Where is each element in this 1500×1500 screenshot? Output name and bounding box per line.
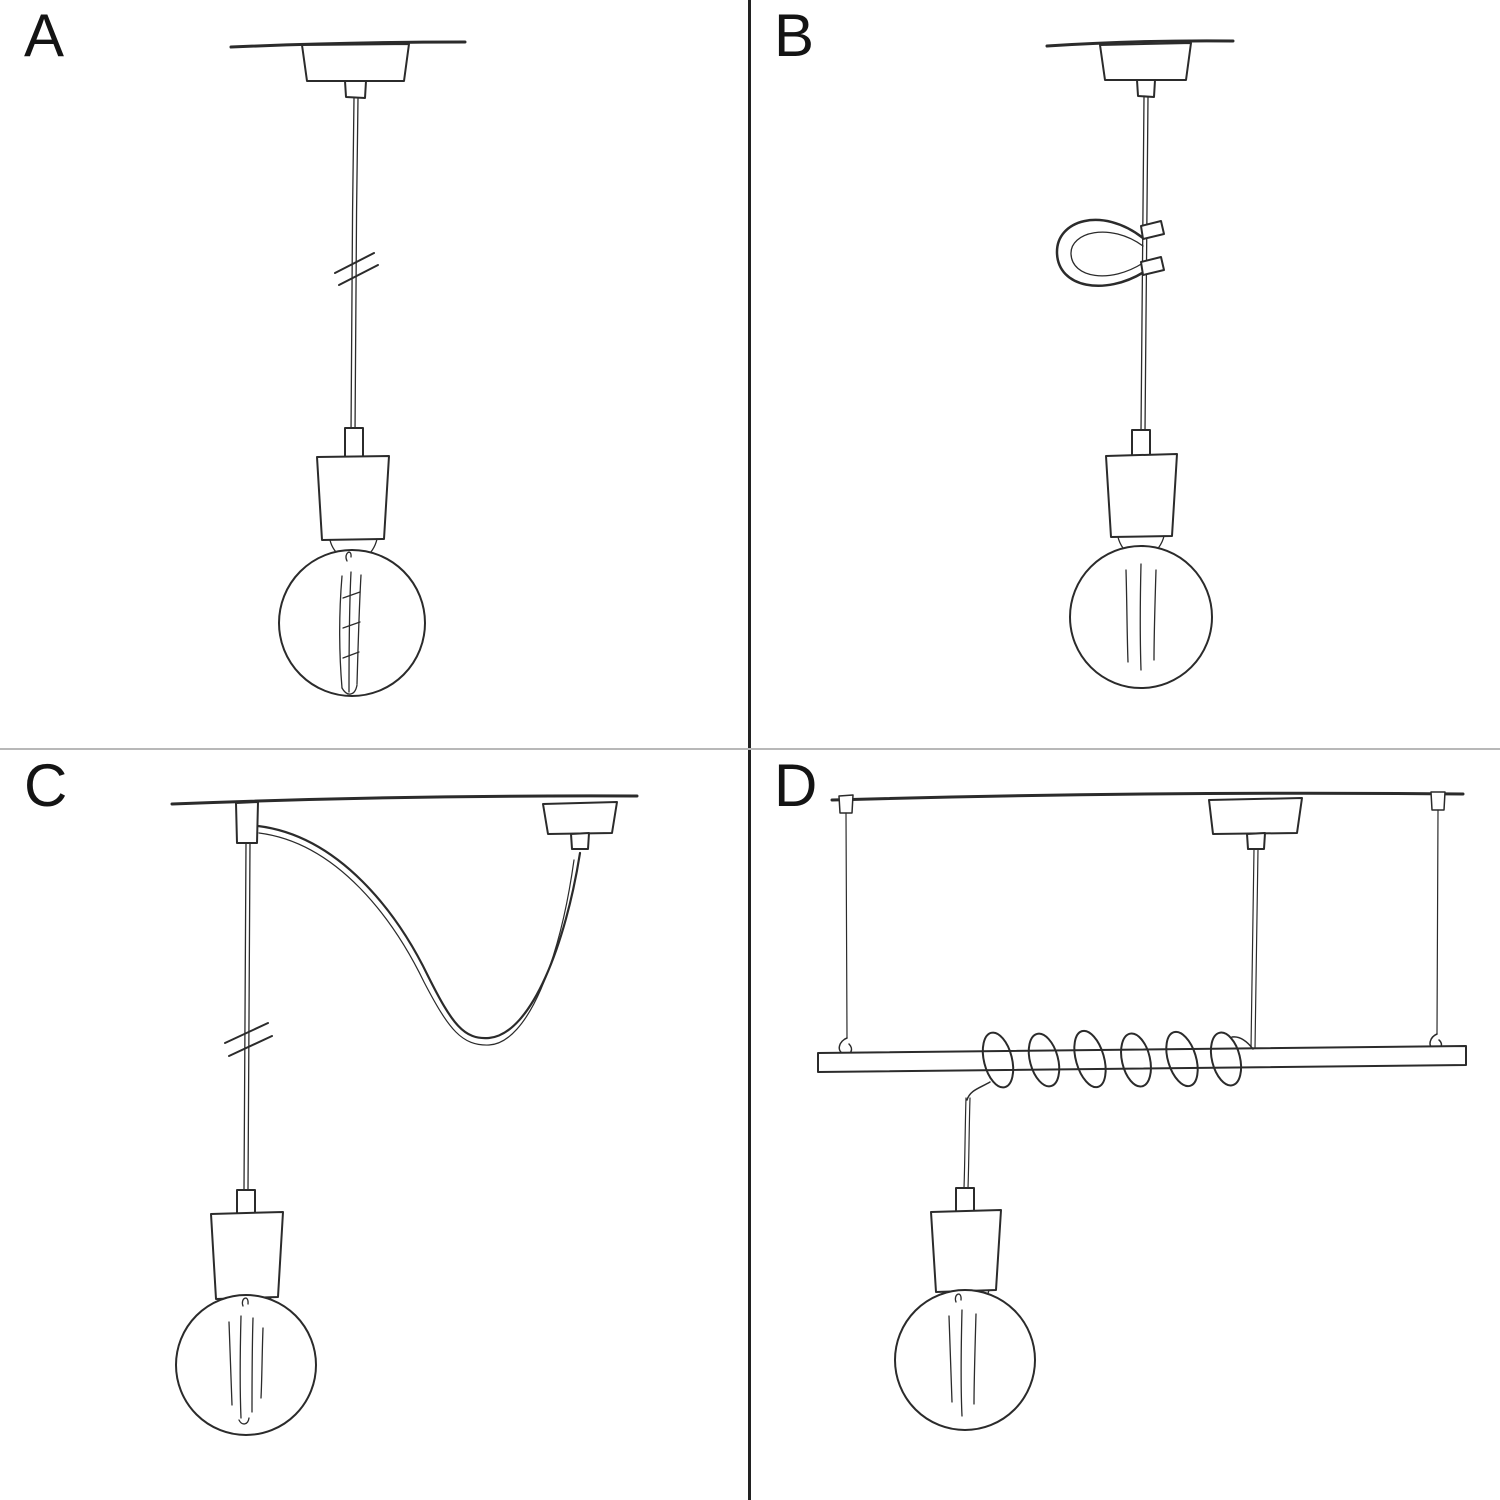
ceiling-canopy	[1099, 42, 1192, 81]
socket-neck	[955, 1187, 975, 1213]
cable-clip	[1055, 218, 1165, 287]
pendant-with-cable-clip-sketch	[1045, 39, 1235, 689]
socket-neck	[236, 1189, 256, 1215]
ceiling-line	[170, 794, 639, 806]
ceiling-line	[229, 40, 467, 49]
swag-cable	[256, 824, 582, 1046]
vertical-divider	[748, 0, 751, 1500]
bulb-filament	[228, 1297, 264, 1425]
ceiling-line	[830, 791, 1465, 802]
right-suspension-cable	[1429, 809, 1443, 1051]
ceiling-hook	[235, 801, 259, 844]
pendant-on-suspended-bar-sketch	[817, 791, 1467, 1431]
left-suspension-cable	[838, 812, 853, 1056]
panel-b: B	[750, 0, 1500, 750]
socket-neck	[344, 427, 364, 458]
panel-a: A	[0, 0, 750, 750]
power-cable	[350, 97, 359, 435]
suspended-bar	[817, 1045, 1467, 1073]
ceiling-canopy	[542, 801, 618, 835]
socket-neck	[1131, 429, 1151, 457]
bulb-filament	[1125, 563, 1157, 671]
panel-b-label: B	[774, 2, 816, 69]
panel-c-label: C	[24, 752, 69, 819]
ceiling-canopy	[301, 43, 410, 82]
cable-grip	[344, 80, 367, 99]
panel-c: C	[0, 750, 750, 1500]
cable-grip	[1246, 832, 1266, 850]
ceiling-canopy	[1208, 797, 1303, 835]
lamp-socket	[210, 1211, 284, 1300]
pendant-swag-sketch	[170, 794, 639, 1436]
right-ceiling-mount	[1430, 791, 1446, 811]
light-bulb	[278, 549, 426, 697]
light-bulb	[894, 1289, 1036, 1431]
cable-length-break-marks	[224, 1022, 273, 1057]
center-power-cable	[1250, 848, 1259, 1050]
lamp-socket	[316, 455, 390, 541]
bulb-filament	[948, 1293, 977, 1417]
drop-cable	[963, 1097, 971, 1189]
lamp-socket	[930, 1209, 1002, 1293]
panel-d-label: D	[774, 752, 819, 819]
horizontal-divider	[0, 748, 1500, 750]
cable-spiral-wrap	[966, 1029, 1254, 1101]
cable-length-break-marks	[334, 252, 379, 286]
light-bulb	[1069, 545, 1213, 689]
left-ceiling-mount	[838, 794, 854, 814]
cable-grip	[1136, 79, 1156, 98]
lamp-socket	[1105, 453, 1178, 538]
bulb-filament	[339, 551, 362, 695]
panel-d: D	[750, 750, 1500, 1500]
pendant-straight-drop-sketch	[229, 40, 467, 697]
panel-a-label: A	[24, 2, 66, 69]
power-cable	[243, 842, 251, 1191]
cable-grip	[570, 832, 590, 850]
ceiling-line	[1045, 39, 1235, 48]
light-bulb	[175, 1294, 317, 1436]
